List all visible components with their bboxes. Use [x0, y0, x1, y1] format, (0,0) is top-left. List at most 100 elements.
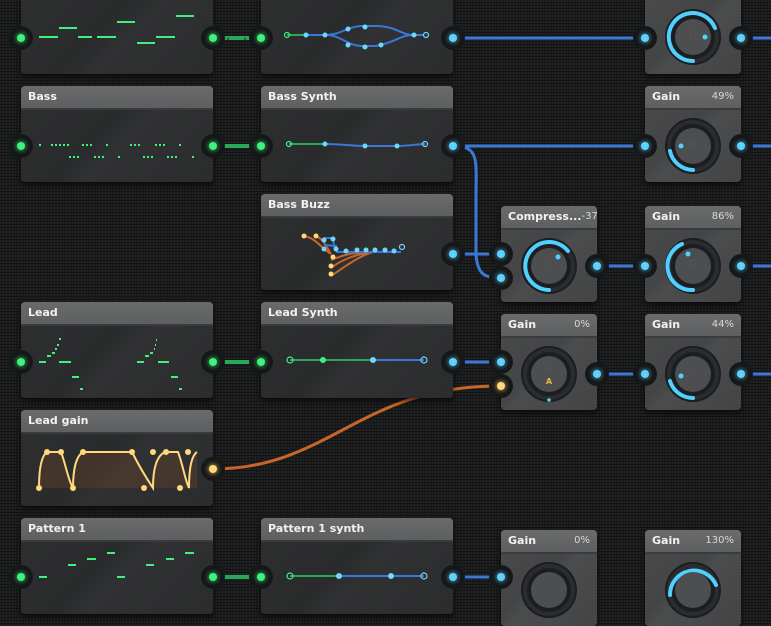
node-title-bar[interactable]: Pattern 1 synth: [261, 518, 453, 542]
bass-pattern-output[interactable]: [201, 134, 225, 158]
node-title-bar[interactable]: Pattern 1: [21, 518, 213, 542]
synth-node-top[interactable]: [261, 0, 453, 74]
synth-top-output[interactable]: [441, 26, 465, 50]
synth-envelope: [285, 140, 429, 149]
pattern-top-input[interactable]: [9, 26, 33, 50]
knob-dial: [665, 9, 721, 65]
gain-lead-output[interactable]: [585, 362, 609, 386]
lead-gain-automation-node[interactable]: Lead gain: [21, 410, 213, 506]
gain-knob[interactable]: [518, 559, 580, 621]
lead-synth-input[interactable]: [249, 350, 273, 374]
node-title: Gain: [652, 318, 681, 331]
gain-p1-input[interactable]: [489, 565, 513, 589]
gain-bass-input[interactable]: [633, 134, 657, 158]
gain-knob[interactable]: G: [662, 343, 724, 405]
synth-envelope: [283, 24, 430, 50]
lead-gain-output[interactable]: [201, 457, 225, 481]
node-title-bar[interactable]: Bass Buzz: [261, 194, 453, 218]
bass-buzz-node[interactable]: Bass Buzz: [261, 194, 453, 290]
gain-bass-output[interactable]: [729, 134, 753, 158]
pattern-1-input[interactable]: [9, 565, 33, 589]
knob-letter: T: [545, 259, 553, 270]
threshold-knob[interactable]: T: [518, 235, 580, 297]
note-pattern: [39, 338, 182, 390]
gain-knob[interactable]: G: [662, 115, 724, 177]
synth-top-input[interactable]: [249, 26, 273, 50]
gain-knob[interactable]: G: [662, 235, 724, 297]
pattern-1-output[interactable]: [201, 565, 225, 589]
gain-value: 49%: [711, 91, 734, 102]
node-title-bar[interactable]: Bass Synth: [261, 86, 453, 110]
node-title: Gain: [508, 318, 537, 331]
node-title: Lead: [28, 306, 58, 319]
lead-synth-node[interactable]: Lead Synth: [261, 302, 453, 398]
gain-top-input[interactable]: [633, 26, 657, 50]
pattern-1-node[interactable]: Pattern 1: [21, 518, 213, 614]
bass-synth-node[interactable]: Bass Synth: [261, 86, 453, 182]
compressor-output[interactable]: [585, 254, 609, 278]
node-title: Bass Synth: [268, 90, 337, 103]
bass-pattern-node[interactable]: Bass: [21, 86, 213, 182]
gain-node-bass[interactable]: Gain 49% G: [645, 86, 741, 182]
node-title: Bass: [28, 90, 57, 103]
bass-buzz-output[interactable]: [441, 242, 465, 266]
knob-letter: G: [689, 30, 697, 41]
gain-node-130[interactable]: Gain 130%: [645, 530, 741, 626]
knob-letter: G: [689, 259, 697, 270]
gain-value: 130%: [705, 535, 734, 546]
compressor-node[interactable]: Compress...-37 T: [501, 206, 597, 302]
knob-dial: [521, 238, 577, 294]
node-title-bar[interactable]: Compress...-37: [501, 206, 597, 230]
bass-pattern-input[interactable]: [9, 134, 33, 158]
bass-synth-input[interactable]: [249, 134, 273, 158]
compressor-sidechain-input[interactable]: [489, 266, 513, 290]
gain-86-output[interactable]: [729, 254, 753, 278]
node-title-bar[interactable]: Lead gain: [21, 410, 213, 434]
lead-pattern-node[interactable]: Lead: [21, 302, 213, 398]
pattern-synth-links: [211, 36, 263, 579]
node-title: Lead gain: [28, 414, 89, 427]
gain-knob[interactable]: [662, 559, 724, 621]
node-title: Gain: [652, 534, 681, 547]
gain-top-output[interactable]: [729, 26, 753, 50]
gain-value: 0%: [574, 535, 590, 546]
pattern-1-synth-node[interactable]: Pattern 1 synth: [261, 518, 453, 614]
knob-dial: [665, 346, 721, 402]
knob-dial: [665, 562, 721, 618]
lead-synth-output[interactable]: [441, 350, 465, 374]
gain-knob[interactable]: G: [662, 6, 724, 68]
lead-pattern-output[interactable]: [201, 350, 225, 374]
gain-knob[interactable]: G A: [518, 343, 580, 405]
gain-44-output[interactable]: [729, 362, 753, 386]
pattern-top-output[interactable]: [201, 26, 225, 50]
node-title: Gain: [652, 90, 681, 103]
bass-synth-output[interactable]: [441, 134, 465, 158]
node-title-bar[interactable]: Gain 49%: [645, 86, 741, 110]
node-title-bar[interactable]: Lead Synth: [261, 302, 453, 326]
gain-lead-input[interactable]: [489, 350, 513, 374]
node-title-bar[interactable]: Bass: [21, 86, 213, 110]
pattern-1-synth-input[interactable]: [249, 565, 273, 589]
pattern-1-synth-output[interactable]: [441, 565, 465, 589]
knob-letter: G: [545, 364, 553, 375]
lead-pattern-input[interactable]: [9, 350, 33, 374]
gain-lead-automation-input[interactable]: [489, 374, 513, 398]
gain-node-top[interactable]: G: [645, 0, 741, 74]
pattern-node-top[interactable]: [21, 0, 213, 74]
note-pattern: [39, 15, 194, 44]
gain-44-input[interactable]: [633, 362, 657, 386]
knob-letter: G: [689, 139, 697, 150]
gain-86-input[interactable]: [633, 254, 657, 278]
node-title-bar[interactable]: Gain 130%: [645, 530, 741, 554]
node-title-bar[interactable]: Lead: [21, 302, 213, 326]
knob-dial: [665, 118, 721, 174]
compressor-input[interactable]: [489, 242, 513, 266]
